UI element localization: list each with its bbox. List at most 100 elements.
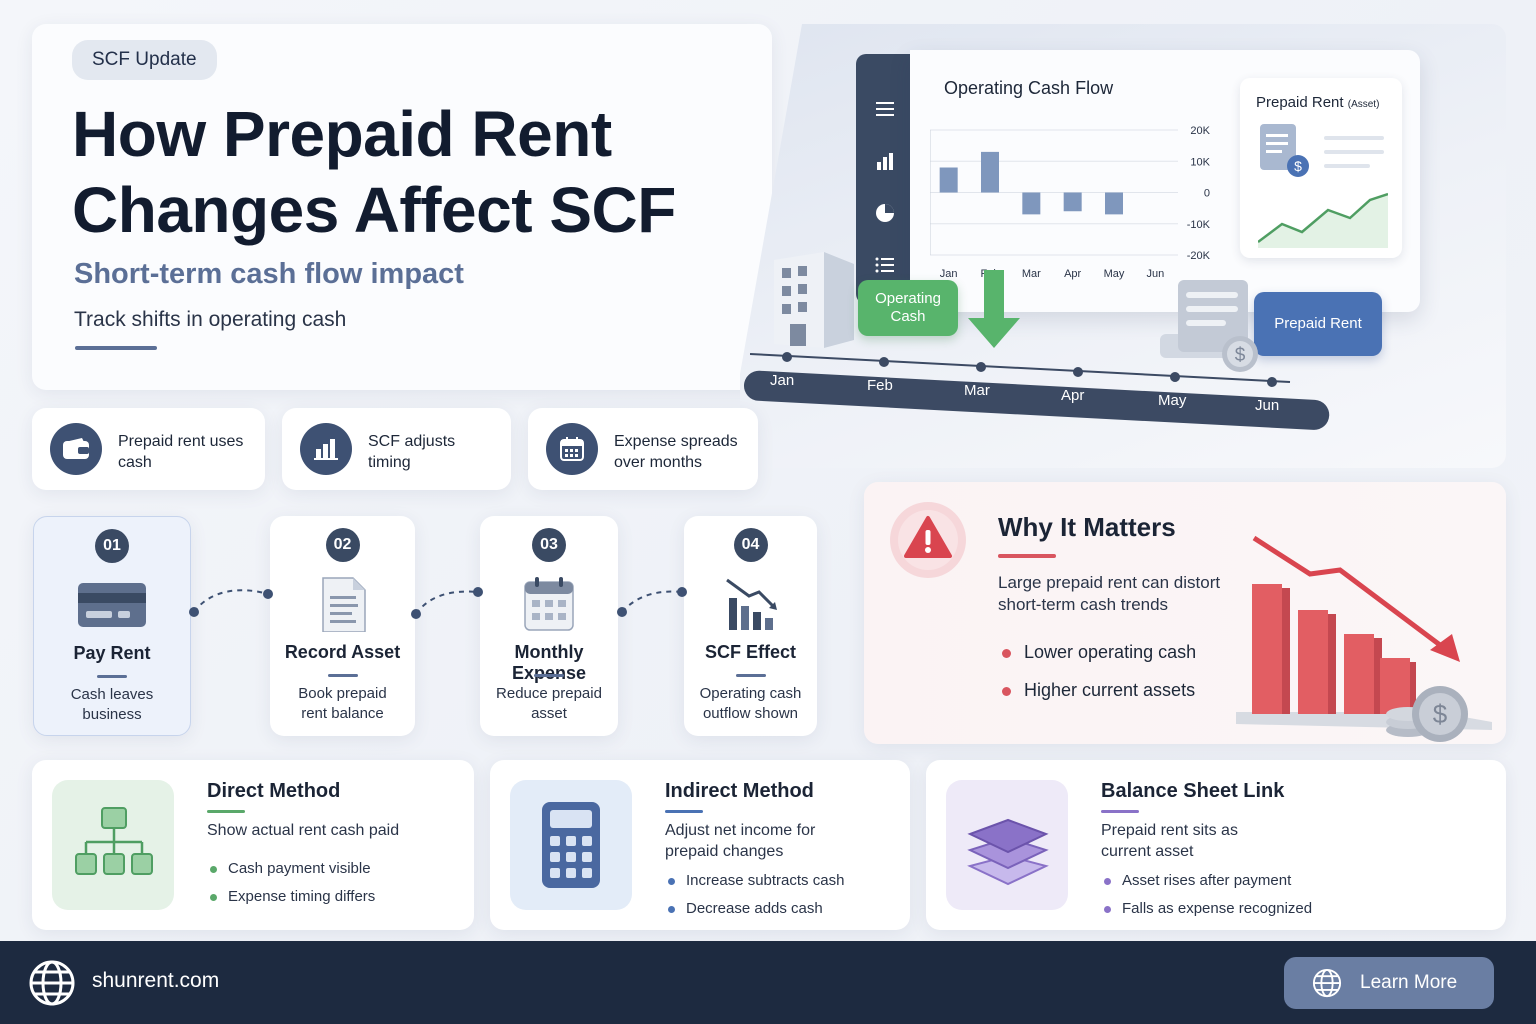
learn-more-label: Learn More <box>1360 972 1458 993</box>
asset-document-icon: $ <box>1258 124 1388 248</box>
globe-icon <box>1312 968 1342 998</box>
x-tick-label: May <box>1104 268 1125 280</box>
hierarchy-icon <box>75 807 153 875</box>
step-divider <box>534 674 564 677</box>
step-title: SCF Effect <box>704 642 796 662</box>
method-bullet: Asset rises after payment <box>1103 872 1292 889</box>
chart-bar-feb <box>981 151 999 193</box>
timeline-label-feb: Feb <box>867 377 893 394</box>
y-tick-label: 20K <box>1190 125 1210 137</box>
title-line-2: Changes Affect SCF <box>72 174 676 246</box>
step-title: Monthly Expense <box>511 642 587 683</box>
timeline-label-mar: Mar <box>964 382 990 399</box>
svg-text:$: $ <box>1294 158 1302 174</box>
wallet-icon <box>63 438 89 459</box>
method-divider <box>207 810 245 813</box>
chip-icon-circle <box>546 423 598 475</box>
declining-chart-icon <box>725 578 777 630</box>
chart-title: Operating Cash Flow <box>944 78 1114 98</box>
svg-text:$: $ <box>1433 699 1448 729</box>
step-number: 01 <box>95 529 129 563</box>
document-icon <box>321 577 366 632</box>
why-it-matters-card: Why It Matters Large prepaid rent can di… <box>864 482 1506 744</box>
hero-divider <box>75 346 157 350</box>
chart-bar-may <box>1105 192 1123 215</box>
method-bullet: Falls as expense recognized <box>1103 900 1313 917</box>
monitor-sidebar <box>856 54 914 304</box>
timeline-label-jan: Jan <box>770 372 795 389</box>
asset-card-title: Prepaid Rent (Asset) <box>1256 94 1380 111</box>
step-title: Record Asset <box>284 642 401 662</box>
bar-chart-icon <box>314 439 338 460</box>
warning-icon <box>890 502 966 578</box>
scf-update-badge: SCF Update <box>72 40 217 80</box>
timeline-line <box>750 353 1291 383</box>
title-line-1: How Prepaid Rent <box>72 98 612 170</box>
method-bullet: Expense timing differs <box>209 888 376 905</box>
why-title: Why It Matters <box>998 512 1176 542</box>
y-tick-label: 0 <box>1204 188 1210 200</box>
x-tick-label: Apr <box>1064 268 1081 280</box>
y-tick-label: 10K <box>1190 156 1210 168</box>
learn-more-button[interactable]: Learn More <box>1284 957 1494 1009</box>
step-divider <box>735 674 766 677</box>
y-tick-label: -20K <box>1187 250 1211 262</box>
y-tick-label: -10K <box>1187 219 1211 231</box>
timeline-label-may: May <box>1158 392 1187 409</box>
method-bullet: Increase subtracts cash <box>667 872 845 889</box>
timeline-dot <box>782 352 792 362</box>
timeline-dot <box>1170 372 1180 382</box>
office-building-icon <box>774 252 854 348</box>
menu-icon <box>876 102 894 116</box>
hero-subtitle: Short-term cash flow impact <box>74 258 464 290</box>
monitor-screen: Operating Cash Flow 20K10K0-10K-20KJanFe… <box>910 50 1420 312</box>
calendar-icon <box>560 437 584 461</box>
hero-description: Track shifts in operating cash <box>74 308 347 331</box>
method-title: Indirect Method <box>665 780 814 802</box>
step-number: 03 <box>532 528 566 562</box>
timeline-dot <box>976 362 986 372</box>
hero-card: SCF Update How Prepaid Rent Changes Affe… <box>32 24 772 390</box>
site-link[interactable]: shunrent.com <box>92 969 220 992</box>
prepaid-rent-tag: Prepaid Rent <box>1254 292 1382 356</box>
method-description: Show actual rent cash paid <box>207 822 400 839</box>
credit-card-icon <box>78 583 146 627</box>
down-arrow-icon <box>968 270 1020 348</box>
chip-icon-circle <box>300 423 352 475</box>
step-divider <box>97 675 127 678</box>
operating-cash-tag: Operating Cash <box>858 280 958 336</box>
step-number: 02 <box>325 528 360 562</box>
chart-bar-jan <box>939 167 958 193</box>
chip-icon-circle <box>50 423 102 475</box>
chart-bar-apr <box>1063 192 1082 212</box>
method-divider <box>665 810 703 813</box>
declining-bars-illustration: $ <box>1236 535 1492 742</box>
why-bullet: Lower operating cash <box>1001 642 1197 662</box>
method-icon-tile <box>946 780 1068 910</box>
method-bullet: Cash payment visible <box>210 860 371 877</box>
prepaid-rent-asset-card: Prepaid Rent (Asset) $ <box>1240 78 1402 258</box>
method-title: Direct Method <box>207 780 341 802</box>
step-connectors <box>189 587 687 619</box>
timeline-dot <box>879 357 889 367</box>
direct-method-card: Direct Method Show actual rent cash paid… <box>32 760 474 930</box>
calculator-icon <box>542 802 600 888</box>
method-title: Balance Sheet Link <box>1101 780 1285 802</box>
step-divider <box>327 674 358 677</box>
timeline-label-apr: Apr <box>1061 387 1085 404</box>
